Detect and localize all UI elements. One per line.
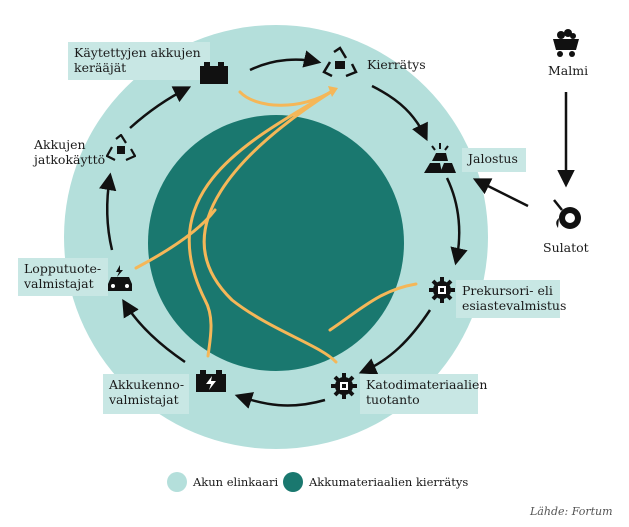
gold-bars-icon: [424, 143, 456, 173]
arrow-cathode-to-cellmakers: [234, 392, 326, 409]
node-smelters-label: Sulatot: [543, 240, 589, 255]
mine-cart-icon: [553, 29, 579, 57]
node-cellmakers-label: Akkukenno- valmistajat: [103, 374, 189, 414]
node-refining-label: Jalostus: [462, 148, 526, 172]
source-note: Lähde: Fortum: [530, 505, 613, 518]
legend-recycling-swatch: [283, 472, 303, 492]
arrow-secondlife-to-collectors: [129, 86, 192, 129]
node-collectors-label: Käytettyjen akkujen kerääjät: [68, 42, 210, 80]
smelter-bucket-icon: [553, 199, 581, 229]
arrow-collectors-to-recycling: [249, 50, 322, 72]
material-recycling-circle: [148, 115, 404, 371]
recycle-icon: [322, 46, 358, 78]
legend-lifecycle-label: Akun elinkaari: [193, 475, 279, 489]
lifecycle-arrows: [99, 50, 575, 409]
legend-recycling-label: Akkumateriaalien kierrätys: [309, 475, 469, 489]
node-endproduct-label: Lopputuote- valmistajat: [18, 258, 108, 296]
node-ore-label: Malmi: [548, 63, 589, 78]
battery-charging-icon: [196, 370, 226, 392]
arrow-recycling-to-refining: [371, 84, 428, 142]
recycling-flow-arrowhead: [328, 86, 338, 97]
arrow-sulatot-to-refining: [472, 178, 529, 208]
node-precursor-label: Prekursori- eli esiastevalmistus: [456, 280, 566, 318]
arrow-endproduct-to-secondlife: [99, 172, 117, 251]
gear-icon: [331, 373, 357, 399]
recycle-battery-icon: [106, 134, 136, 162]
legend-lifecycle-swatch: [167, 472, 187, 492]
battery-icon: [200, 62, 228, 84]
arrow-precursor-to-cathode: [358, 309, 432, 375]
node-recycling-label: Kierrätys: [367, 57, 426, 72]
node-cathode-label: Katodimateriaalien tuotanto: [360, 374, 487, 414]
car-charging-icon: [108, 265, 132, 291]
arrow-refining-to-precursor: [445, 177, 468, 266]
gear-icon: [429, 277, 455, 303]
recycling-flow-lines: [134, 88, 418, 364]
node-secondlife-label: Akkujen jatkokäyttö: [34, 137, 106, 167]
arrow-cellmakers-to-endproduct: [122, 299, 186, 364]
